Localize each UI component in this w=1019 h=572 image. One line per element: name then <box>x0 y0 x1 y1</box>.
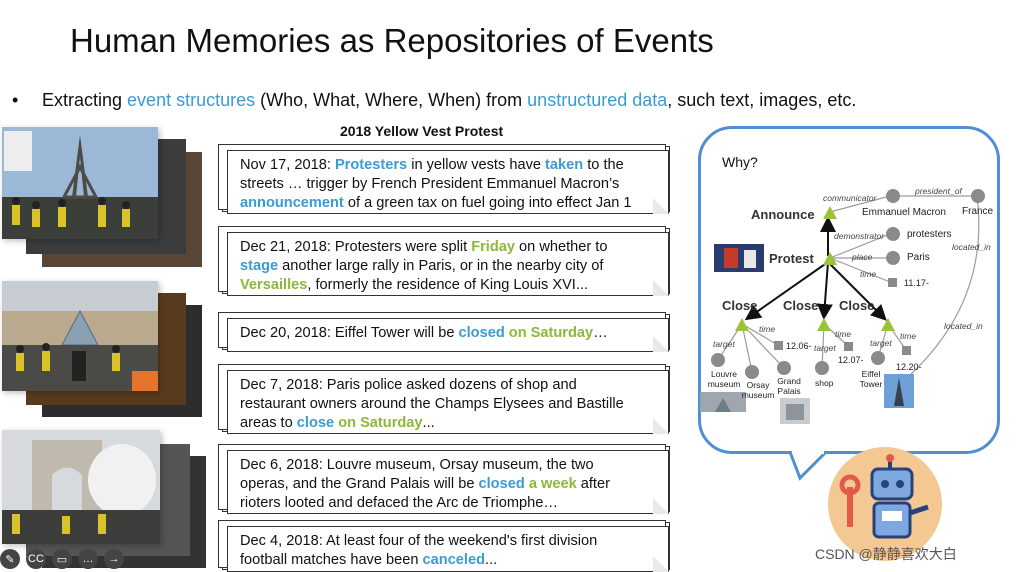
event-close-1: Close <box>722 298 757 313</box>
graph-thumbnail-louvre <box>700 392 746 412</box>
entity-orsay: Orsay museum <box>741 380 775 400</box>
entity-france: France <box>962 206 993 217</box>
entity-eiffel: Eiffel Tower <box>856 369 886 389</box>
role-target-1: target <box>713 339 735 349</box>
role-located-in-2: located_in <box>944 321 983 331</box>
time-2: 12.06- <box>786 341 812 351</box>
role-demonstrator: demonstrator <box>834 231 884 241</box>
captions-button[interactable]: CC <box>26 549 46 569</box>
entity-grand-palais: Grand Palais <box>773 376 805 396</box>
role-communicator: communicator <box>823 193 876 203</box>
screen-icon[interactable]: ▭ <box>52 549 72 569</box>
event-close-2: Close <box>783 298 818 313</box>
role-time-3: time <box>900 331 916 341</box>
graph-thumbnail-eiffel <box>884 374 914 408</box>
event-announce: Announce <box>751 207 815 222</box>
entity-macron: Emmanuel Macron <box>862 207 946 218</box>
role-time-protest: time <box>860 269 876 279</box>
graph-thumbnail-palais <box>780 398 810 424</box>
pen-icon[interactable]: ✎ <box>0 549 20 569</box>
event-close-3: Close <box>839 298 874 313</box>
time-4: 12.20- <box>896 362 922 372</box>
watermark: CSDN @静静喜欢大白 <box>815 544 957 564</box>
role-place: place <box>852 252 872 262</box>
player-controls: ✎ CC ▭ … → <box>0 548 124 570</box>
role-time-2: time <box>835 329 851 339</box>
role-target-2: target <box>814 343 836 353</box>
entity-louvre: Louvre museum <box>706 369 742 389</box>
entity-paris: Paris <box>907 252 930 263</box>
more-icon[interactable]: … <box>78 549 98 569</box>
time-3: 12.07- <box>838 355 864 365</box>
role-president-of: president_of <box>915 186 962 196</box>
next-arrow-icon[interactable]: → <box>104 549 124 569</box>
entity-shop: shop <box>815 378 833 388</box>
event-protest: Protest <box>769 251 814 266</box>
time-1: 11.17- <box>904 278 929 288</box>
role-target-3: target <box>870 338 892 348</box>
role-located-in-1: located_in <box>952 242 991 252</box>
role-time-1: time <box>759 324 775 334</box>
graph-thumbnail-protest <box>714 244 764 272</box>
entity-protesters: protesters <box>907 229 951 240</box>
